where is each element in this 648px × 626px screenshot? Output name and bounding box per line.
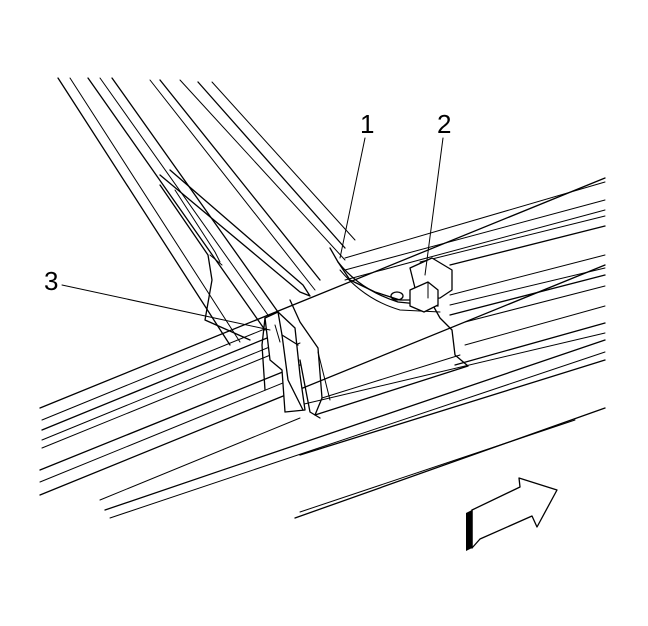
callout-2: 2 — [437, 109, 451, 139]
forward-arrow-icon — [466, 477, 558, 551]
retainer-clip — [390, 257, 453, 313]
callout-3: 3 — [44, 266, 58, 296]
leader-lines — [61, 137, 444, 331]
retainer-tab — [261, 311, 321, 419]
center-bracket — [289, 247, 469, 416]
callout-1: 1 — [360, 109, 374, 139]
sill-rails — [39, 177, 606, 519]
pillar-trim — [57, 77, 356, 346]
